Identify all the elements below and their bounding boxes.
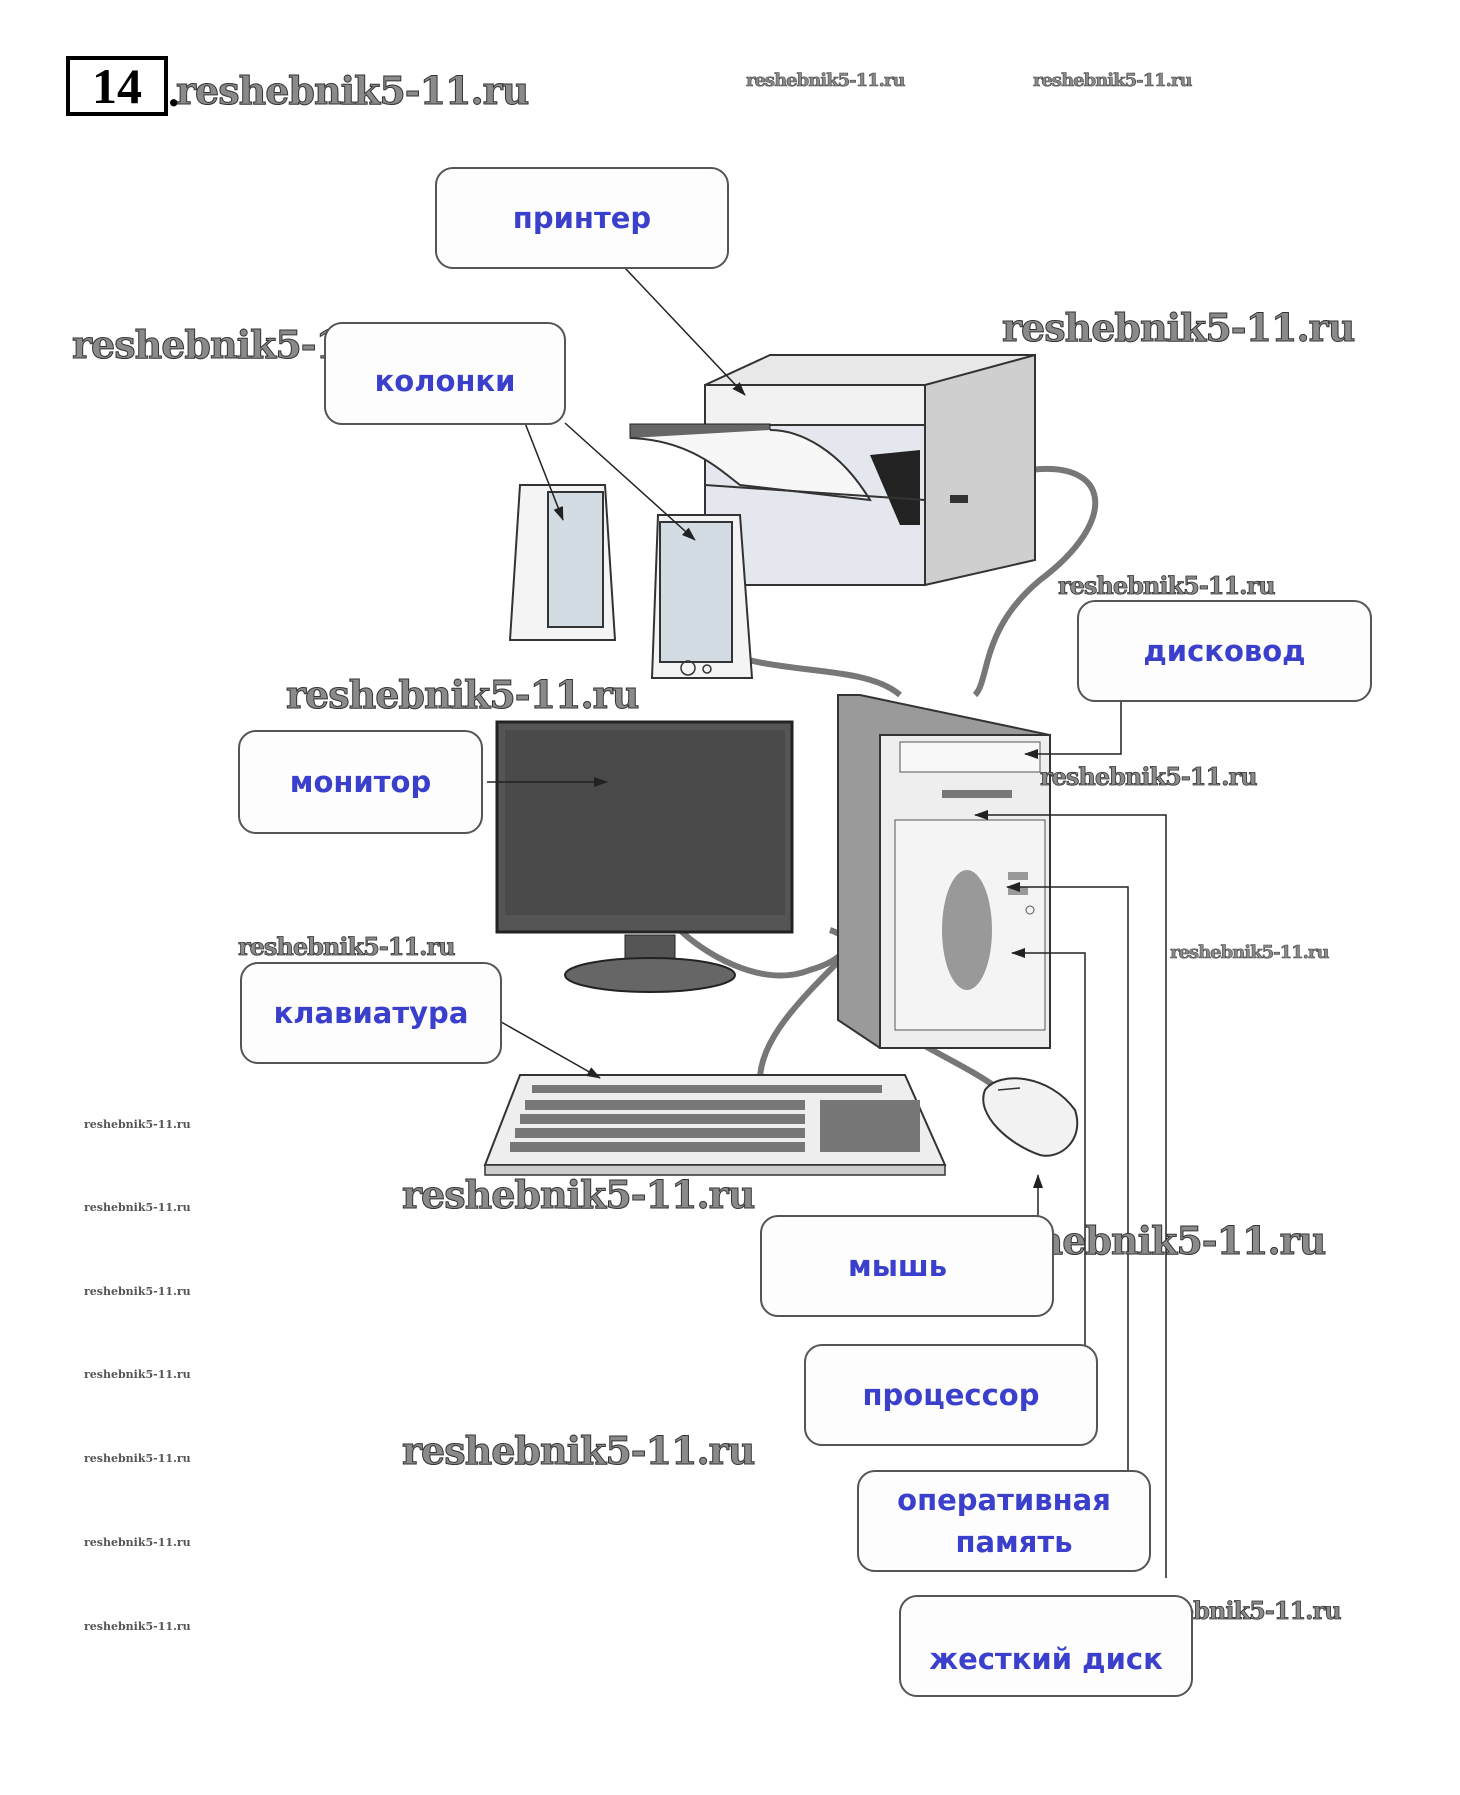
keyboard-icon <box>483 1074 947 1176</box>
watermark: reshebnik5-11.ru <box>746 70 906 92</box>
watermark: reshebnik5-11.ru <box>238 932 456 962</box>
label-processor-text: процессор <box>862 1378 1040 1412</box>
watermark: reshebnik5-11.ru <box>84 1452 191 1465</box>
pointer-lines <box>479 267 1167 1578</box>
watermark: reshebnik5-11.ru <box>84 1536 191 1549</box>
task-number-dot: . <box>168 65 180 116</box>
watermark: reshebnik5-11.ru <box>84 1118 191 1131</box>
label-printer-text: принтер <box>512 201 652 235</box>
label-speakers-text: колонки <box>374 364 516 398</box>
watermark: reshebnik5-11.ru <box>84 1620 191 1633</box>
mouse-icon <box>982 1077 1079 1157</box>
label-keyboard: клавиатура <box>240 962 502 1064</box>
label-processor: процессор <box>804 1344 1098 1446</box>
label-printer: принтер <box>435 167 729 269</box>
watermark: reshebnik5-11.ru <box>84 1201 191 1214</box>
label-mouse-text: мышь <box>848 1249 948 1283</box>
label-hard-disk: жесткий диск <box>899 1595 1193 1697</box>
monitor-icon <box>495 720 794 993</box>
label-floppy-drive: дисковод <box>1077 600 1372 702</box>
label-ram-line2: память <box>955 1525 1073 1559</box>
label-ram-line1: оперативная <box>897 1483 1111 1517</box>
watermark: reshebnik5-11.ru <box>1001 305 1355 351</box>
label-floppy-drive-text: дисковод <box>1143 634 1306 668</box>
watermark: reshebnik5-11.ru <box>1033 70 1193 92</box>
label-speakers: колонки <box>324 322 566 425</box>
label-mouse: мышь <box>760 1215 1054 1317</box>
watermark: reshebnik5-11.ru <box>1058 571 1276 601</box>
watermark: reshebnik5-11.ru <box>175 68 529 114</box>
watermark: reshebnik5-11.ru <box>1170 942 1330 964</box>
label-monitor-text: монитор <box>289 765 432 799</box>
system-unit-icon <box>837 694 1051 1049</box>
label-ram: оперативная память <box>857 1470 1151 1572</box>
watermark: reshebnik5-11.ru <box>401 1428 755 1474</box>
watermark: reshebnik5-11.ru <box>84 1368 191 1381</box>
label-hard-disk-text: жесткий диск <box>929 1642 1163 1676</box>
watermark: reshebnik5-11.ru <box>1040 762 1258 792</box>
speakers-icon <box>508 484 754 679</box>
task-number: 14 <box>66 56 168 116</box>
label-keyboard-text: клавиатура <box>273 996 469 1030</box>
label-monitor: монитор <box>238 730 483 834</box>
watermark: reshebnik5-11.ru <box>401 1172 755 1218</box>
watermark: reshebnik5-11.ru <box>84 1285 191 1298</box>
watermark: reshebnik5-11.ru <box>285 672 639 718</box>
